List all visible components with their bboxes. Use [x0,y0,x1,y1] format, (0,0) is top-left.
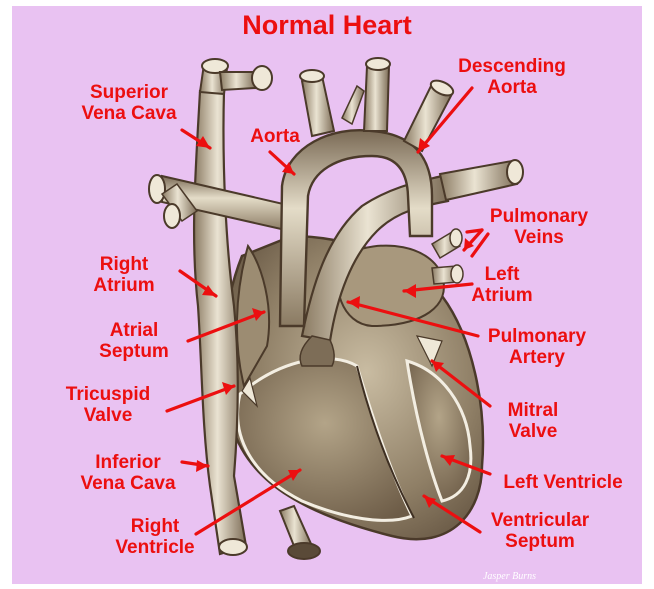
label-left-ventricle: Left Ventricle [488,472,638,493]
label-right-ventricle: Right Ventricle [100,516,210,558]
label-aorta: Aorta [240,126,310,147]
label-left-atrium: Left Atrium [462,264,542,306]
label-atrial-septum: Atrial Septum [84,320,184,362]
label-pulmonary-artery: Pulmonary Artery [472,326,602,368]
diagram-canvas: Normal Heart Superior Vena Cava Aorta De… [12,6,642,584]
label-superior-vena-cava: Superior Vena Cava [64,82,194,124]
label-pulmonary-veins: Pulmonary Veins [474,206,604,248]
label-descending-aorta: Descending Aorta [442,56,582,98]
label-mitral-valve: Mitral Valve [488,400,578,442]
arch-branch-2 [364,66,389,131]
diagram-title: Normal Heart [12,10,642,41]
label-tricuspid-valve: Tricuspid Valve [52,384,164,426]
label-inferior-vena-cava: Inferior Vena Cava [68,452,188,494]
artist-signature: Jasper Burns [483,571,536,582]
label-right-atrium: Right Atrium [84,254,164,296]
label-ventricular-septum: Ventricular Septum [470,510,610,552]
